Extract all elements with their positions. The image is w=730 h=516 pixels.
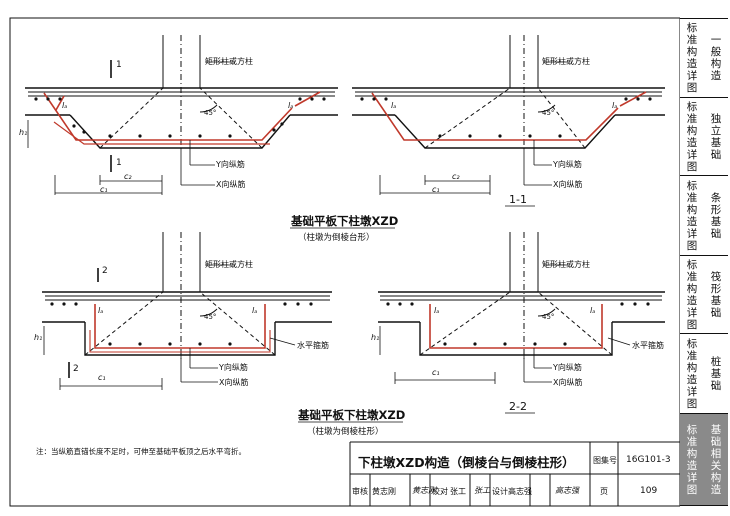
sidebar-tab-right: 一般构造 (710, 34, 722, 82)
column-label-br: 矩形柱或方柱 (542, 260, 590, 269)
column-label-tl: 矩形柱或方柱 (205, 57, 253, 66)
xbar-label-tl: X向纵筋 (216, 180, 246, 189)
c1-label-tl: c₁ (100, 185, 108, 194)
title-top: 基础平板下柱墩XZD (291, 214, 399, 228)
sidebar-tab-left: 标准构造详图 (686, 100, 698, 173)
la-label-br-right: lₐ (590, 306, 596, 315)
footnote: 注：当纵筋直锚长度不足时，可伸至基础平板顶之后水平弯折。 (36, 447, 246, 456)
h1-label-bl: h₁ (34, 333, 43, 342)
sidebar-tab-left: 标准构造详图 (686, 258, 698, 331)
title-block-grid (349, 441, 680, 506)
designer-signature: 高志强 (555, 486, 579, 495)
ybar-label-br: Y向纵筋 (553, 363, 582, 372)
la-label-tr: lₐ (391, 101, 397, 110)
title-top-sub: （柱墩为倒棱台形） (298, 233, 375, 243)
section-1-1-label: 1-1 (509, 193, 527, 206)
detail-bottom-right (378, 232, 665, 414)
sidebar-tab-isolated[interactable]: 标准构造详图 独立基础 (680, 98, 728, 176)
reviewer-name: 黄志刚 (372, 487, 396, 496)
c1-label-bl: c₁ (98, 373, 106, 382)
section-2-2-label: 2-2 (509, 400, 527, 413)
detail-top-left (25, 35, 338, 195)
title-bottom-sub: （柱墩为倒棱柱形） (307, 427, 384, 437)
drawing-title: 下柱墩XZD构造（倒棱台与倒棱柱形） (358, 455, 575, 470)
c2-label-tl: c₂ (124, 172, 132, 181)
angle-label-tl: 45° (204, 109, 217, 117)
xbar-label-br: X向纵筋 (553, 378, 583, 387)
xbar-label-tr: X向纵筋 (553, 180, 583, 189)
h1-label-tl: h₁ (19, 128, 28, 137)
c2-label-tr: c₂ (452, 172, 460, 181)
atlas-label: 图集号 (593, 456, 617, 465)
sidebar-tab-right: 筏形基础 (710, 270, 722, 319)
c1-label-tr: c₁ (432, 185, 440, 194)
cut-mark-1-top: 1 (116, 60, 122, 70)
h1-label-br: h₁ (371, 333, 380, 342)
ybar-label-tr: Y向纵筋 (553, 160, 582, 169)
c1-label-br: c₁ (432, 368, 440, 377)
sidebar-tab-right: 桩基础 (710, 355, 722, 392)
ybar-label-tl: Y向纵筋 (216, 160, 245, 169)
atlas-number: 16G101-3 (626, 455, 671, 465)
column-label-bl: 矩形柱或方柱 (205, 260, 253, 269)
la-label-bl-right: lₐ (252, 306, 258, 315)
structural-drawing (9, 17, 680, 507)
sidebar-tab-left: 标准构造详图 (686, 337, 698, 410)
sidebar-tab-left: 标准构造详图 (686, 179, 698, 252)
checker-signature: 张工 (474, 486, 490, 495)
sidebar-tab-strip[interactable]: 标准构造详图 条形基础 (680, 176, 728, 256)
cut-mark-2-top: 2 (102, 266, 108, 276)
check-label: 校对 (432, 487, 448, 496)
sidebar-tab-left: 标准构造详图 (686, 423, 698, 496)
angle-label-br: 45° (542, 313, 555, 321)
sidebar-tab-left: 标准构造详图 (686, 22, 698, 94)
checker-name: 张工 (450, 487, 466, 496)
sidebar-tab-right: 条形基础 (710, 191, 722, 240)
la-label-tl-right: lₐ (288, 101, 294, 110)
sidebar-tab-related[interactable]: 标准构造详图 基础相关构造 (680, 414, 728, 506)
design-label: 设计 (492, 487, 508, 496)
ybar-label-bl: Y向纵筋 (219, 363, 248, 372)
page-number: 109 (640, 486, 658, 496)
la-label-tl: lₐ (62, 101, 68, 110)
la-label-tr-right: lₐ (612, 101, 618, 110)
cut-mark-1-bottom: 1 (116, 158, 122, 168)
la-label-br: lₐ (434, 306, 440, 315)
detail-top-right (352, 35, 665, 207)
angle-label-tr: 45° (542, 109, 555, 117)
sidebar-tab-right: 独立基础 (710, 112, 722, 161)
hbar-label-bl: 水平箍筋 (297, 341, 329, 350)
sidebar-tab-raft[interactable]: 标准构造详图 筏形基础 (680, 256, 728, 334)
reviewer-signature: 黄志刚 (412, 486, 436, 495)
la-label-bl: lₐ (98, 306, 104, 315)
sidebar-tab-general[interactable]: 标准构造详图 一般构造 (680, 18, 728, 98)
designer-name: 高志强 (508, 487, 532, 496)
hbar-label-br: 水平箍筋 (632, 341, 664, 350)
detail-bottom-left (42, 232, 332, 390)
angle-label-bl: 45° (204, 313, 217, 321)
cut-mark-2-bottom: 2 (73, 364, 79, 374)
xbar-label-bl: X向纵筋 (219, 378, 249, 387)
page-label: 页 (600, 487, 608, 496)
title-bottom: 基础平板下柱墩XZD (298, 408, 406, 422)
column-label-tr: 矩形柱或方柱 (542, 57, 590, 66)
sidebar-tab-right: 基础相关构造 (710, 423, 722, 496)
sidebar-tab-pile[interactable]: 标准构造详图 桩基础 (680, 334, 728, 414)
review-label: 审核 (352, 487, 368, 496)
